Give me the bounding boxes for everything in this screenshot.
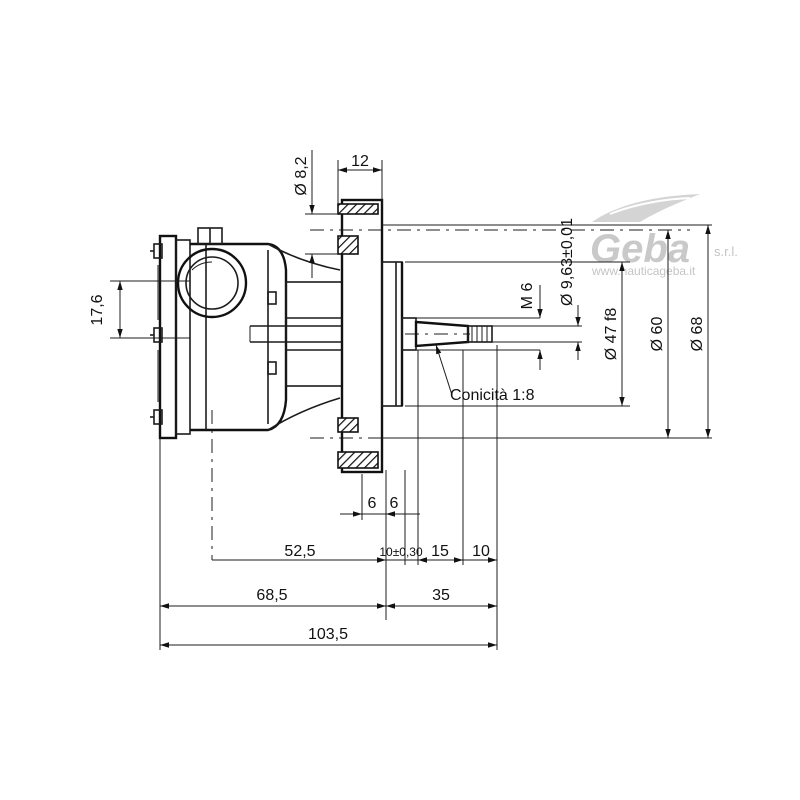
watermark-suffix: s.r.l.: [714, 244, 738, 259]
dim-flange-to-shaft-end: 35: [432, 587, 450, 604]
dim-port-height: 17,6: [89, 294, 106, 325]
pump-body: [150, 227, 343, 440]
dim-shaft-taper-length: 15: [431, 543, 449, 560]
dim-flange-to-shaft-step: 10±0,30: [379, 545, 423, 559]
dim-spigot-diameter: Ø 47 f8: [603, 308, 620, 361]
mounting-flange: [337, 198, 404, 474]
dim-shaft-end-length: 10: [472, 543, 490, 560]
dim-flange-step-right: 6: [390, 495, 399, 512]
dim-left-to-flange: 68,5: [256, 587, 287, 604]
dim-flange-outer-diameter: Ø 68: [689, 317, 706, 352]
dim-shaft-diameter: Ø 9,63±0,01: [559, 218, 576, 306]
extension-lines: [110, 160, 712, 650]
dim-overall-length: 103,5: [308, 626, 348, 643]
dim-bolt-circle-diameter: Ø 60: [649, 317, 666, 352]
dim-bolt-hole-diameter: Ø 8,2: [293, 156, 310, 195]
dim-shaft-thread: M 6: [519, 283, 536, 310]
dim-body-to-flange: 52,5: [284, 543, 315, 560]
geba-watermark: Geba s.r.l. www.nauticageba.it: [590, 194, 738, 278]
watermark-brand: Geba: [590, 227, 690, 271]
dimension-labels: 12 Ø 8,2 17,6 6 6 52,5 10±0,30 15 10 68,…: [89, 153, 706, 643]
boat-logo-icon: [592, 194, 700, 222]
dimension-lines: [117, 150, 711, 648]
cover-screws: [150, 243, 163, 425]
flange-section-bottom: [337, 417, 359, 433]
flange-section-top: [337, 203, 379, 215]
dim-flange-thickness: 12: [351, 153, 369, 170]
dim-flange-step-left: 6: [368, 495, 377, 512]
shaft-taper-note: Conicità 1:8: [450, 387, 535, 404]
watermark-url: www.nauticageba.it: [591, 264, 696, 278]
pump-shaft: [401, 317, 493, 351]
inlet-port: [176, 247, 248, 319]
